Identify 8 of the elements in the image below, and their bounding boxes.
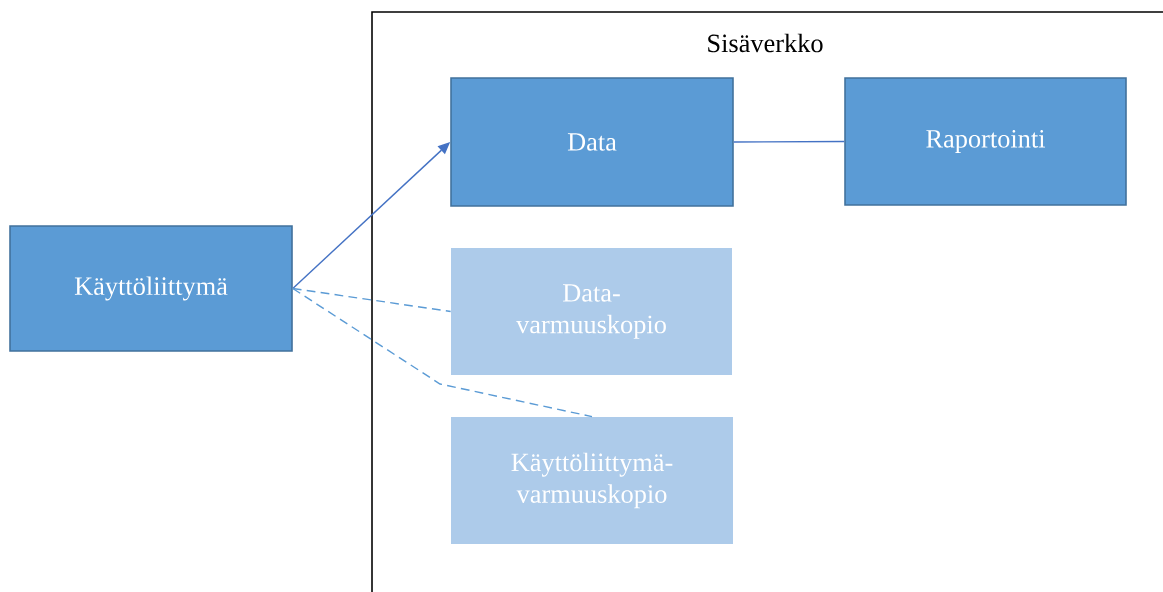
backup-box: Käyttöliittymä- varmuuskopio (451, 417, 733, 544)
backup-box: Data- varmuuskopio (451, 248, 732, 375)
process-box: Data (450, 77, 734, 207)
connector-line (292, 287, 593, 418)
connector-line (292, 287, 452, 313)
interface-box: Käyttöliittymä (9, 225, 293, 352)
process-box: Raportointi (844, 77, 1127, 206)
connector-line (733, 140, 845, 143)
